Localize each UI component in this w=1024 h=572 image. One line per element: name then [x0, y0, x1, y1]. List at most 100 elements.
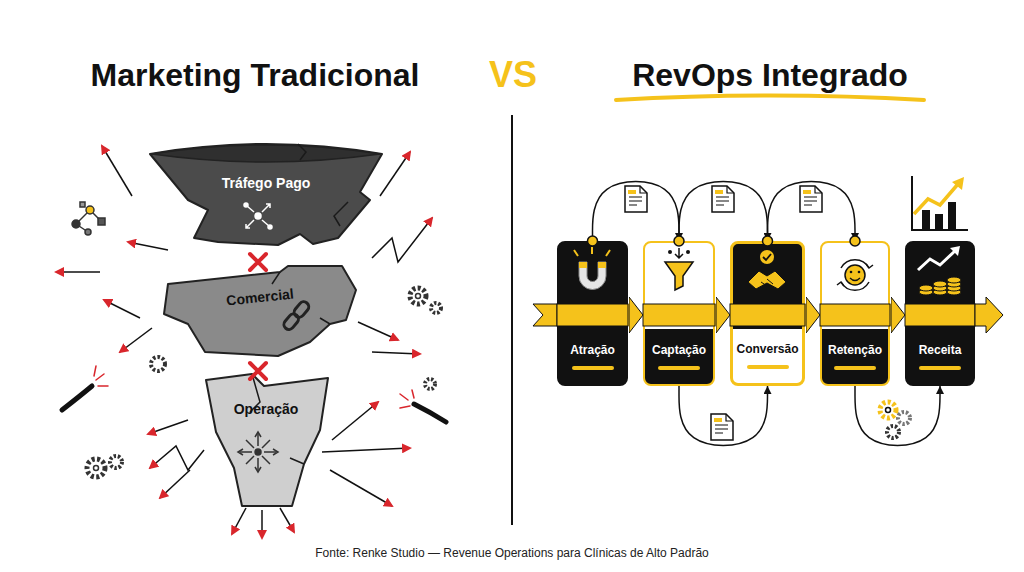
broken-wire: [94, 366, 108, 386]
gear-icon: [886, 408, 891, 413]
funnel-icon: [665, 262, 693, 290]
revenue-icon: [918, 250, 956, 270]
versus-label: VS: [468, 55, 558, 95]
flow-arrow: [890, 304, 891, 326]
stage-label: Conversão: [736, 342, 798, 357]
funnel-shape: [148, 140, 384, 248]
feedback-arc: [593, 182, 680, 241]
magnet-icon: [598, 262, 606, 268]
network-icon: [262, 220, 269, 226]
gear-icon: [110, 456, 122, 468]
scatter-arrow: [128, 242, 168, 250]
scatter-arrow: [280, 508, 294, 532]
document-icon: [712, 186, 734, 212]
scatter-arrow: [102, 146, 132, 196]
scatter-arrow: [358, 322, 398, 340]
document-icon: [625, 186, 822, 440]
stage-label: Captação: [652, 343, 706, 358]
molecule-icon: [90, 210, 101, 221]
gear-icon: [151, 357, 165, 371]
stage-label: Receita: [919, 343, 962, 358]
flow-band: [533, 297, 1003, 333]
flow-arrow: [628, 304, 629, 326]
network-icon: [255, 213, 261, 219]
funnel-shape: [150, 144, 382, 245]
scatter-arrow: [322, 448, 410, 452]
funnel-label: Tráfego Pago: [148, 174, 384, 192]
network-icon: [247, 206, 254, 212]
magnet-icon: [574, 247, 610, 290]
funnel-icon: [675, 248, 683, 258]
revenue-icon: [947, 281, 961, 287]
handshake-icon: [761, 279, 773, 286]
flow-band: [533, 304, 557, 326]
revenue-icon: [947, 285, 961, 291]
revenue-icon: [950, 246, 960, 256]
broken-mark: [250, 254, 266, 270]
funnel-shape: [206, 374, 328, 506]
molecule-icon: [98, 218, 105, 225]
stage-label: Retenção: [828, 343, 882, 358]
document-icon: [625, 186, 647, 212]
revenue-icon: [918, 246, 961, 295]
smiley-icon: [837, 260, 873, 291]
connector-dot: [588, 236, 861, 246]
feedback-arc: [768, 182, 856, 241]
funnel-shape: [164, 266, 356, 356]
funnel-shape: [160, 262, 360, 358]
magnet-icon: [579, 262, 606, 290]
growth-chart-icon: [912, 176, 968, 230]
connector-dot: [588, 236, 598, 246]
stage-box: Captação: [643, 241, 715, 386]
smiley-icon: [850, 278, 860, 281]
divider-line: [511, 115, 513, 525]
revenue-icon: [933, 281, 947, 287]
broken-wire: [400, 390, 414, 408]
funnel-shape: [200, 372, 332, 508]
gear-icon: [880, 402, 910, 438]
flow-band: [730, 304, 805, 326]
magnet-icon: [574, 247, 610, 256]
network-icon: [244, 203, 248, 207]
panel-title: RevOps Integrado: [570, 58, 970, 93]
molecule-icon: [80, 202, 85, 207]
smiley-icon: [845, 265, 865, 285]
underline-bar: [658, 366, 700, 370]
molecule-icon: [72, 202, 105, 235]
scatter-arrow: [330, 470, 392, 506]
growth-chart-icon: [948, 202, 956, 230]
scatter-icon: [238, 432, 278, 472]
panel-title: Marketing Tradicional: [20, 58, 490, 93]
revenue-icon: [919, 285, 933, 291]
document-icon: [800, 186, 822, 212]
funnel-icon: [668, 250, 672, 254]
revenue-icon: [919, 289, 933, 295]
broken-chain-icon: [292, 300, 311, 319]
revenue-icon: [933, 289, 947, 295]
scatter-arrow: [372, 218, 432, 262]
scatter-arrow: [232, 508, 246, 534]
source-caption: Fonte: Renke Studio — Revenue Operations…: [0, 546, 1024, 560]
title-underline: [616, 96, 924, 101]
broken-mark: [250, 254, 266, 379]
magnet-icon: [579, 262, 587, 268]
underline-bar: [747, 365, 789, 369]
smiley-icon: [858, 271, 861, 274]
flow-arrow: [805, 304, 806, 326]
flow-band: [820, 304, 890, 326]
handshake-icon: [748, 250, 786, 289]
scatter-arrow: [261, 510, 263, 538]
crack-line: [250, 374, 304, 464]
funnel-segment: Operação: [200, 372, 332, 508]
funnel-icon: [665, 248, 693, 290]
funnel-label: Operação: [200, 400, 332, 418]
scatter-arrow: [160, 470, 190, 498]
molecule-icon: [72, 220, 80, 228]
feedback-arc: [855, 386, 940, 445]
broken-wire: [414, 404, 446, 422]
broken-chain-icon: [282, 312, 301, 331]
gear-icon: [416, 294, 421, 299]
scatter-icon: [255, 449, 261, 455]
funnel-icon: [686, 250, 690, 254]
growth-chart-icon: [914, 184, 958, 214]
